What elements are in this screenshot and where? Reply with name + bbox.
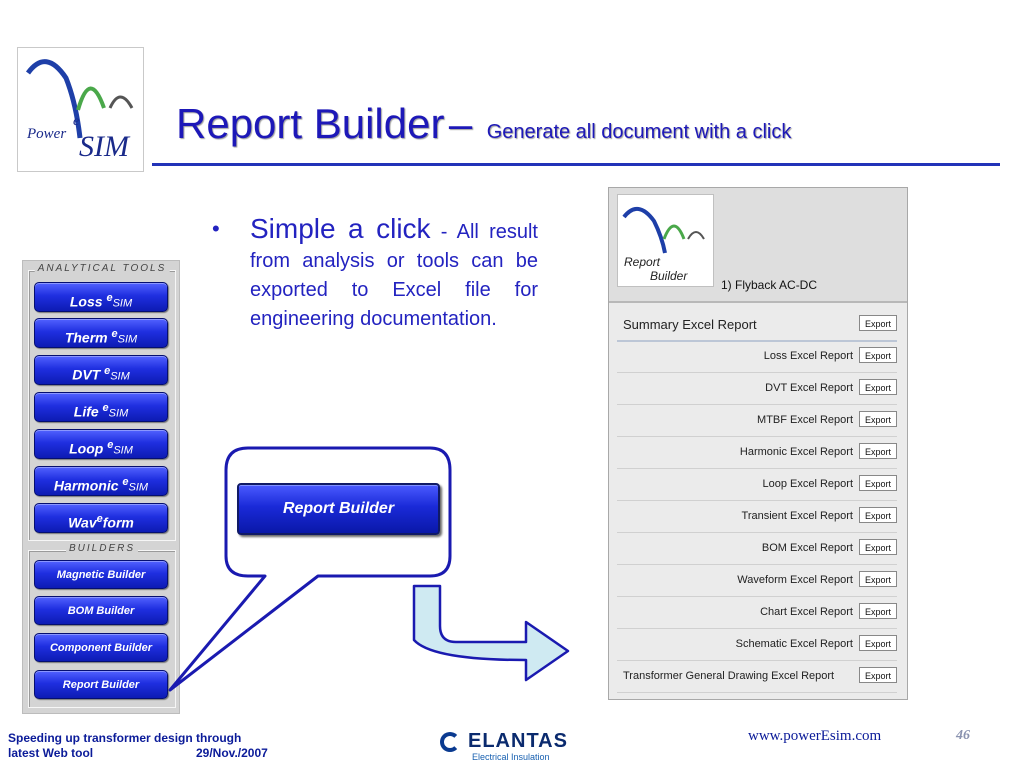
report-logo-text-2: Builder [650,269,688,283]
component-builder-button[interactable]: Component Builder [34,633,168,662]
report-builder-callout-button[interactable]: Report Builder [237,483,440,535]
bullet-text: Simple a click - All result from analysi… [250,214,538,334]
footer-date: 29/Nov./2007 [196,746,268,760]
footer-caption: Speeding up transformer design through l… [8,731,241,761]
loop-esim-button[interactable]: Loop eSIM [34,429,168,459]
report-logo-text-1: Report [624,255,661,269]
builders-label: BUILDERS [65,543,139,554]
therm-esim-button[interactable]: Therm eSIM [34,318,168,348]
bullet-rest: - All result from analysis or tools can … [250,221,538,330]
project-name: 1) Flyback AC-DC [721,278,818,292]
elantas-name: ELANTAS [468,730,568,752]
report-row: Transient Excel Report Export [617,500,897,533]
report-builder-logo: Report Builder [617,194,714,287]
report-row: Loss Excel Report Export [617,340,897,373]
export-button[interactable]: Export [859,379,897,395]
logo-power-text: Power [27,126,67,142]
title-subtitle: Generate all document with a click [486,121,792,143]
export-button[interactable]: Export [859,539,897,555]
report-row: Loop Excel Report Export [617,468,897,501]
export-button[interactable]: Export [859,571,897,587]
report-label: Harmonic Excel Report [739,446,853,458]
report-row: MTBF Excel Report Export [617,404,897,437]
analytical-tools-group: ANALYTICAL TOOLS [28,263,176,541]
elantas-mark-icon [440,732,460,752]
bullet-point: • Simple a click - All result from analy… [212,214,538,334]
report-row: DVT Excel Report Export [617,372,897,405]
report-row: Harmonic Excel Report Export [617,436,897,469]
export-button[interactable]: Export [859,475,897,491]
report-label: Waveform Excel Report [737,574,853,586]
report-label: Transformer General Drawing Excel Report [623,670,835,682]
elantas-subtitle: Electrical Insulation [472,752,550,762]
report-logo-arcs [622,207,705,254]
report-row: Transformer General Drawing Excel Report… [617,660,897,693]
report-builder-button[interactable]: Report Builder [34,670,168,699]
magnetic-builder-button[interactable]: Magnetic Builder [34,560,168,589]
flow-arrow [412,584,570,682]
title-underline [152,163,1000,166]
report-row: Chart Excel Report Export [617,596,897,629]
report-row: Waveform Excel Report Export [617,564,897,597]
report-row: Schematic Excel Report Export [617,628,897,661]
report-label: Summary Excel Report [623,317,757,332]
dvt-esim-button[interactable]: DVT eSIM [34,355,168,385]
life-esim-button[interactable]: Life eSIM [34,392,168,422]
elantas-logo: ELANTAS Electrical Insulation [440,730,568,762]
builders-group: BUILDERS [28,543,176,708]
report-row: BOM Excel Report Export [617,532,897,565]
waveform-button[interactable]: Waveform [34,503,168,533]
poweresim-logo: Power e SIM [17,47,144,172]
bullet-dot: • [212,216,220,241]
bullet-lead: Simple a click [250,213,431,244]
footer-line-1: Speeding up transformer design through [8,731,242,745]
report-label: BOM Excel Report [761,542,853,554]
export-button[interactable]: Export [859,667,897,683]
harmonic-esim-button[interactable]: Harmonic eSIM [34,466,168,496]
tools-panel: ANALYTICAL TOOLS BUILDERS Loss eSIM Ther… [22,260,180,714]
report-label: DVT Excel Report [765,382,853,394]
report-label: Chart Excel Report [760,606,853,618]
title-dash: – [448,100,473,147]
bom-builder-button[interactable]: BOM Builder [34,596,168,625]
export-button[interactable]: Export [859,635,897,651]
export-button[interactable]: Export [859,411,897,427]
export-button[interactable]: Export [859,347,897,363]
export-button[interactable]: Export [859,603,897,619]
report-label: MTBF Excel Report [757,414,853,426]
loss-esim-button[interactable]: Loss eSIM [34,282,168,312]
page-title: Report Builder – Generate all document w… [176,100,791,148]
report-label: Schematic Excel Report [735,638,853,650]
report-panel-header: Report Builder 1) Flyback AC-DC [609,188,907,303]
logo-e-text: e [73,114,80,129]
export-button[interactable]: Export [859,443,897,459]
summary-report-row: Summary Excel Report Export [617,308,897,342]
export-button[interactable]: Export [859,507,897,523]
footer-line-2: latest Web tool [8,746,94,760]
export-button[interactable]: Export [859,315,897,331]
logo-arcs [25,59,134,139]
footer-url[interactable]: www.powerEsim.com [748,728,882,744]
report-label: Transient Excel Report [741,510,853,522]
report-label: Loss Excel Report [763,350,853,362]
logo-sim-text: SIM [79,130,129,163]
report-builder-panel: Report Builder 1) Flyback AC-DC Summary … [608,187,908,700]
title-main: Report Builder [176,100,445,147]
analytical-tools-label: ANALYTICAL TOOLS [34,263,170,274]
report-label: Loop Excel Report [762,478,854,490]
page-number: 46 [956,728,970,743]
